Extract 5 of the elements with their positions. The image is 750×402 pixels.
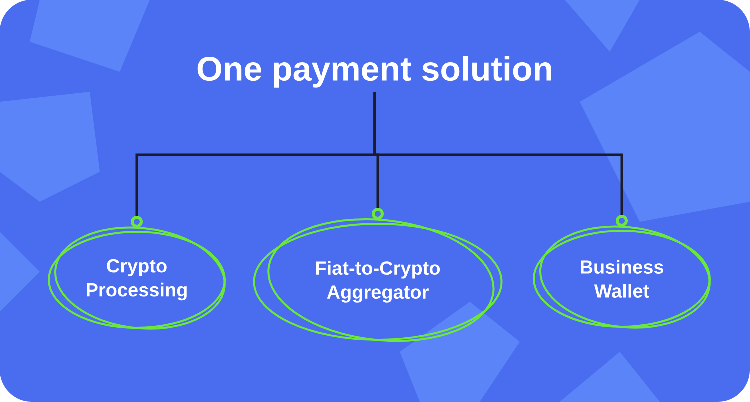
oval-node: Business Wallet [533,226,711,329]
oval-node: Fiat-to-Crypto Aggregator [253,218,503,342]
connector-line [374,92,628,227]
title-text: One payment solution [198,56,552,88]
oval-node: Crypto Processing [48,226,226,330]
